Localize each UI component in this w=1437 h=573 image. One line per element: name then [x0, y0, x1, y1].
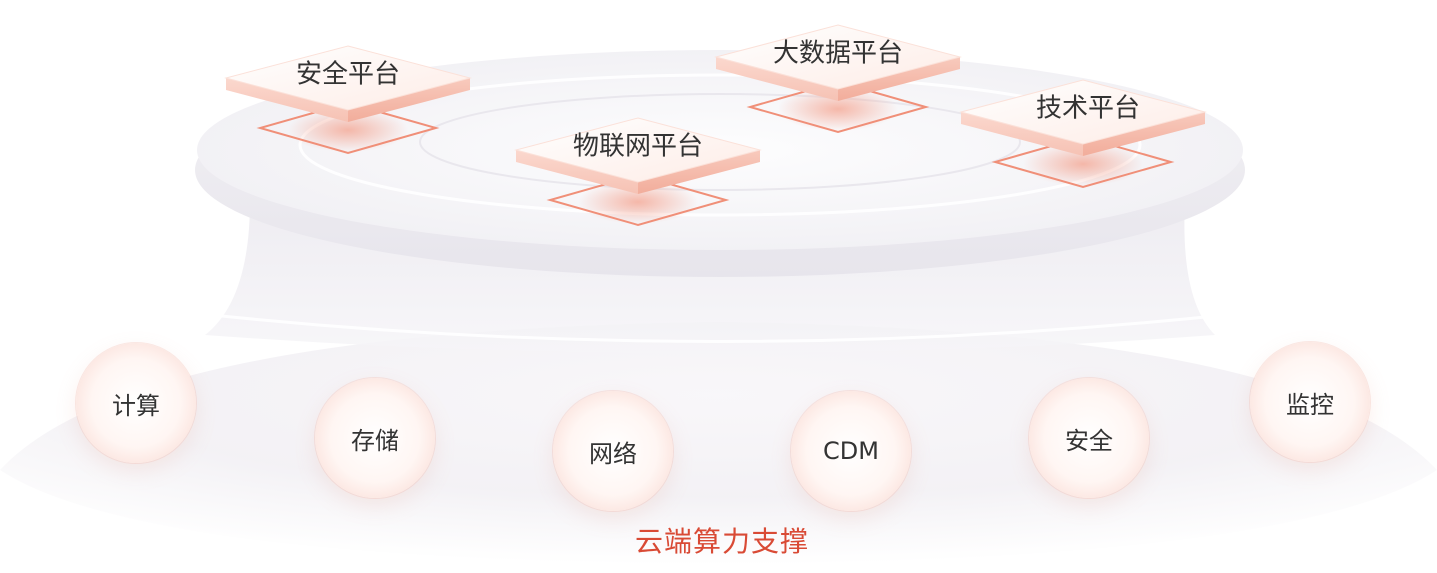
- service-node-network: 网络: [553, 391, 673, 511]
- platform-label-security: 安全平台: [295, 59, 401, 90]
- tile-side-right: [348, 78, 470, 122]
- platform-label-iot: 物联网平台: [572, 131, 704, 162]
- platform-label-bigdata: 大数据平台: [772, 38, 904, 69]
- service-node-cdm: CDM: [791, 391, 911, 511]
- tile-side-left: [226, 78, 348, 122]
- service-label: 计算: [112, 391, 160, 420]
- service-label: CDM: [823, 437, 879, 465]
- service-label: 监控: [1286, 390, 1334, 419]
- tile-top: [959, 79, 1207, 145]
- tile-glow: [1023, 142, 1143, 186]
- tile-side-left: [961, 112, 1083, 156]
- tile-top: [224, 45, 472, 111]
- service-label: 存储: [351, 426, 399, 455]
- tile-outline: [256, 102, 440, 154]
- service-node-monitoring: 监控: [1250, 342, 1370, 462]
- platform-tile-bigdata: [714, 24, 962, 133]
- tile-side-right: [638, 150, 760, 194]
- tile-glow: [288, 108, 408, 152]
- service-node-compute: 计算: [76, 343, 196, 463]
- service-node-security: 安全: [1029, 378, 1149, 498]
- disc-ring-inner: [419, 93, 1021, 191]
- tile-top: [514, 117, 762, 183]
- diagram-caption: 云端算力支撑: [634, 525, 810, 558]
- platform-tile-security: [224, 45, 472, 154]
- tile-glow: [778, 87, 898, 131]
- tile-glow: [578, 180, 698, 224]
- platform-label-tech: 技术平台: [1035, 93, 1141, 124]
- tile-outline: [991, 136, 1175, 188]
- tile-side-right: [838, 57, 960, 101]
- service-label: 网络: [589, 439, 637, 468]
- tile-top: [714, 24, 962, 90]
- disc-ring-outer: [298, 73, 1142, 217]
- tile-outline: [546, 174, 730, 226]
- tile-side-right: [1083, 112, 1205, 156]
- tile-outline: [746, 81, 930, 133]
- tile-side-left: [516, 150, 638, 194]
- platform-tile-tech: [959, 79, 1207, 188]
- cone-arc: [211, 313, 1226, 343]
- tile-side-left: [716, 57, 838, 101]
- platform-tile-iot: [514, 117, 762, 226]
- service-node-storage: 存储: [315, 378, 435, 498]
- service-label: 安全: [1065, 426, 1113, 455]
